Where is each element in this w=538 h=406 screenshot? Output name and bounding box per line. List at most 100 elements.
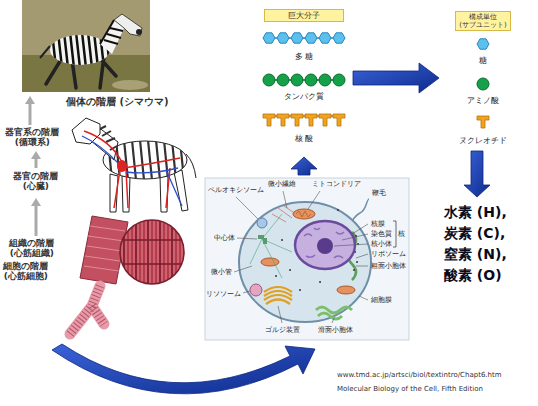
cell-part-label: 核小体: [371, 240, 392, 248]
zebra-photo: [22, 0, 150, 92]
molecule-label: アミノ酸: [442, 96, 524, 105]
cell-part-label: ミトコンドリア: [312, 180, 361, 188]
cell-part-label: 細胞膜: [371, 296, 392, 304]
fibre-boundary: [120, 218, 184, 286]
curved-arrow: [52, 344, 315, 394]
flow-arrow: [464, 151, 490, 197]
level-arrow: [35, 158, 38, 168]
level-arrow: [35, 205, 38, 236]
amino-circle: [477, 78, 489, 90]
cell-part-label: 微小管: [211, 268, 232, 276]
magnifier-rim: [120, 220, 184, 284]
zebra-head: [114, 14, 142, 36]
arrow-head: [31, 151, 41, 159]
chromatin: [304, 228, 344, 258]
level-label: 器官系の階層 (循環系): [4, 127, 61, 148]
header-band: 構成単位 (サブユニット): [455, 11, 511, 31]
fibre: [70, 286, 104, 334]
element-item: 水素 (H),: [444, 202, 508, 223]
cell-part-label: 滑面小胞体: [318, 326, 353, 334]
polysaccharide-chain: [263, 33, 345, 43]
lysosome: [250, 284, 262, 296]
cell-part-label: 粗面小胞体: [371, 262, 406, 270]
cristae: [296, 211, 311, 217]
microtubules: [250, 214, 292, 278]
sugar-hexagon: [477, 39, 489, 49]
zebra-muzzle: [136, 29, 142, 35]
protein-chain: [263, 74, 345, 86]
muscle-cell: [70, 286, 104, 334]
mitochondrion: [337, 286, 355, 294]
tissue-striation: [84, 226, 125, 271]
element-list: 水素 (H),炭素 (C),窒素 (N),酸素 (O): [440, 200, 512, 288]
veins: [82, 136, 182, 206]
mitochondrion: [261, 258, 279, 266]
molecule-panel: 巨大分子多 糖タンパク質核 酸: [258, 6, 350, 154]
ribosomes: [276, 210, 358, 290]
level-arrow: [29, 103, 32, 125]
heart: [117, 160, 127, 172]
element-item: 窒素 (N),: [444, 244, 508, 265]
molecule-label: タンパク質: [258, 92, 350, 101]
cell-part-label: 核膜: [371, 220, 385, 228]
zebra-stripes: [52, 32, 110, 68]
level-label: 器官の階層 (心臓): [12, 171, 60, 192]
nucleotide-t: [477, 116, 489, 128]
dust: [112, 80, 148, 90]
molecule-label: 多 糖: [258, 52, 350, 61]
cell-part-label: ペルオキシソーム: [208, 186, 264, 194]
cell-part-label: 中心体: [214, 234, 235, 242]
nucleic-chain: [263, 114, 345, 126]
molecule-label: 糖: [442, 56, 524, 65]
cell-part-label: 核: [398, 230, 405, 238]
molecule-label: 核 酸: [258, 134, 350, 143]
element-item: 酸素 (O): [444, 265, 508, 286]
arrow-head: [25, 96, 35, 104]
cell-part-label: ゴルジ装置: [265, 326, 300, 334]
level-label: 個体の階層 (シマウマ): [66, 96, 169, 108]
subunit-panel: 構成単位 (サブユニット) 糖アミノ酸ヌクレオチド: [442, 8, 524, 148]
leader-lines: [234, 191, 368, 323]
nucleotide-t: [263, 114, 345, 126]
flagellum: [352, 199, 369, 221]
molecule-label: ヌクレオチド: [442, 136, 524, 145]
source-credit: Molecular Biology of the Cell, Fifth Edi…: [337, 385, 483, 393]
tail: [186, 154, 196, 178]
neck-stripes: [98, 126, 117, 150]
golgi: [264, 287, 292, 304]
cell-figure: ペルオキシソーム微小繊維 ミトコンドリア鞭毛核膜染色質核小体核リボソーム粗面小胞体…: [205, 178, 409, 340]
photo-ground: [22, 0, 150, 92]
sugar-hexagon: [263, 33, 345, 43]
magnified-fibres: [120, 218, 184, 286]
level-arrows: [25, 96, 41, 236]
nucleolus: [317, 238, 333, 254]
cell-membrane: [239, 202, 371, 322]
smooth-er: [316, 307, 352, 319]
arteries: [84, 131, 180, 208]
header-band: 巨大分子: [264, 9, 344, 22]
cell-part-label: 微小繊維: [268, 180, 296, 188]
centriole: [263, 238, 267, 244]
arrow-head: [31, 198, 41, 206]
zebra-organ-drawing: [72, 118, 196, 212]
cell-part-label: 染色質: [371, 230, 392, 238]
level-label: 細胞の階層 (心筋細胞): [2, 261, 50, 282]
microfilament: [272, 206, 296, 222]
cell-panel: [205, 178, 409, 340]
flow-arrow: [291, 157, 317, 175]
mitochondrion: [293, 209, 315, 219]
flow-arrow: [353, 63, 439, 93]
fibre-stripes: [70, 286, 104, 334]
amino-circle: [263, 74, 345, 86]
cell-part-label: リボソーム: [371, 250, 406, 258]
zebra-tail: [40, 46, 50, 58]
stripe: [52, 32, 110, 68]
cell-part-label: 鞭毛: [372, 189, 386, 197]
muscle-tissue: [80, 216, 184, 286]
peroxisome: [257, 218, 267, 228]
cell-part-label: リソソーム: [206, 290, 241, 298]
source-credit: www.tmd.ac.jp/artsci/biol/textintro/Chap…: [337, 371, 502, 379]
bracket: [393, 221, 396, 247]
